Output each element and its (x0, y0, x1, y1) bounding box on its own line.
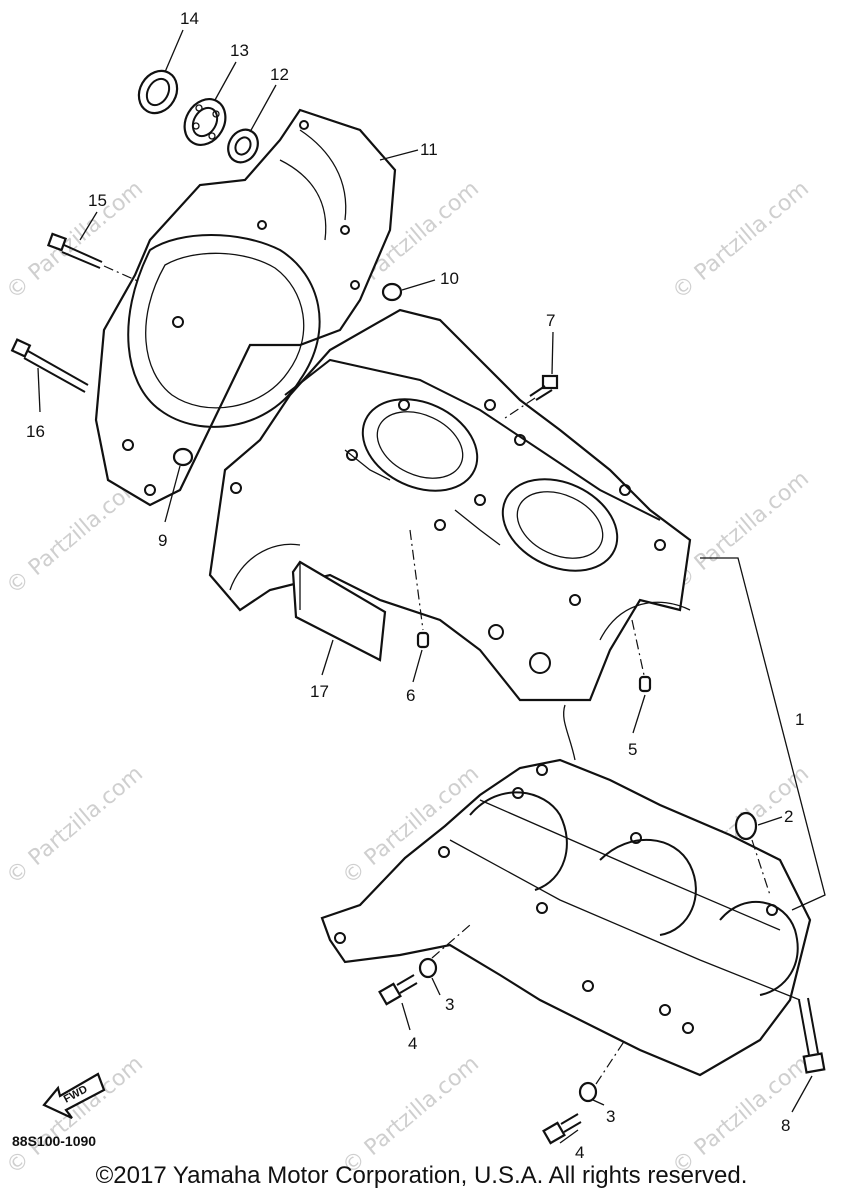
bolt-part-8 (798, 997, 826, 1074)
label-part-14: 14 (180, 9, 199, 28)
watermark: © Partzilla.com (338, 1051, 484, 1179)
bolt-part-4 (378, 974, 418, 1006)
label-part-7: 7 (546, 311, 555, 330)
label-part-6: 6 (406, 686, 415, 705)
label-part-17: 17 (310, 682, 329, 701)
dowel-part-2 (734, 811, 771, 896)
watermark: © Partzilla.com (2, 761, 148, 889)
part-labels: 14 13 12 11 15 10 7 16 9 17 6 1 5 2 3 4 … (26, 9, 804, 1162)
label-part-5: 5 (628, 740, 637, 759)
diagram-code: 88S100-1090 (12, 1133, 96, 1149)
label-part-15: 15 (88, 191, 107, 210)
watermark: © Partzilla.com (2, 176, 148, 304)
oil-seal-part-14 (137, 69, 179, 115)
watermark: © Partzilla.com (668, 466, 814, 594)
watermark: © Partzilla.com (2, 1051, 148, 1179)
washer-part-3 (418, 924, 471, 979)
dowel-part-6 (409, 529, 430, 649)
label-part-16: 16 (26, 422, 45, 441)
dowel-part-10 (381, 282, 403, 302)
lower-crankcase (320, 704, 812, 1077)
label-part-8: 8 (781, 1116, 790, 1135)
label-part-9: 9 (158, 531, 167, 550)
bearing-part-12 (227, 128, 259, 164)
upper-crankcase (208, 308, 692, 702)
dowel-part-5 (631, 619, 652, 693)
plate-part-17 (291, 560, 387, 662)
label-part-4: 4 (408, 1034, 417, 1053)
label-part-10: 10 (440, 269, 459, 288)
label-part-2: 2 (784, 807, 793, 826)
label-part-12: 12 (270, 65, 289, 84)
label-part-3: 3 (445, 995, 454, 1014)
bolt-part-16 (10, 338, 89, 393)
watermark: © Partzilla.com (668, 176, 814, 304)
bolt-part-7 (504, 374, 559, 419)
label-part-11: 11 (420, 140, 438, 159)
bolt-part-15 (46, 232, 141, 283)
label-part-13: 13 (230, 41, 249, 60)
washer-part-3 (578, 1039, 626, 1103)
label-part-1: 1 (795, 710, 804, 729)
bolt-part-4 (542, 1113, 582, 1145)
dowel-part-9 (172, 447, 194, 467)
leader-lines (37, 29, 826, 1144)
label-part-4: 4 (575, 1143, 584, 1162)
bearing-part-13 (183, 98, 227, 146)
label-part-3: 3 (606, 1107, 615, 1126)
copyright-notice: ©2017 Yamaha Motor Corporation, U.S.A. A… (95, 1162, 748, 1189)
